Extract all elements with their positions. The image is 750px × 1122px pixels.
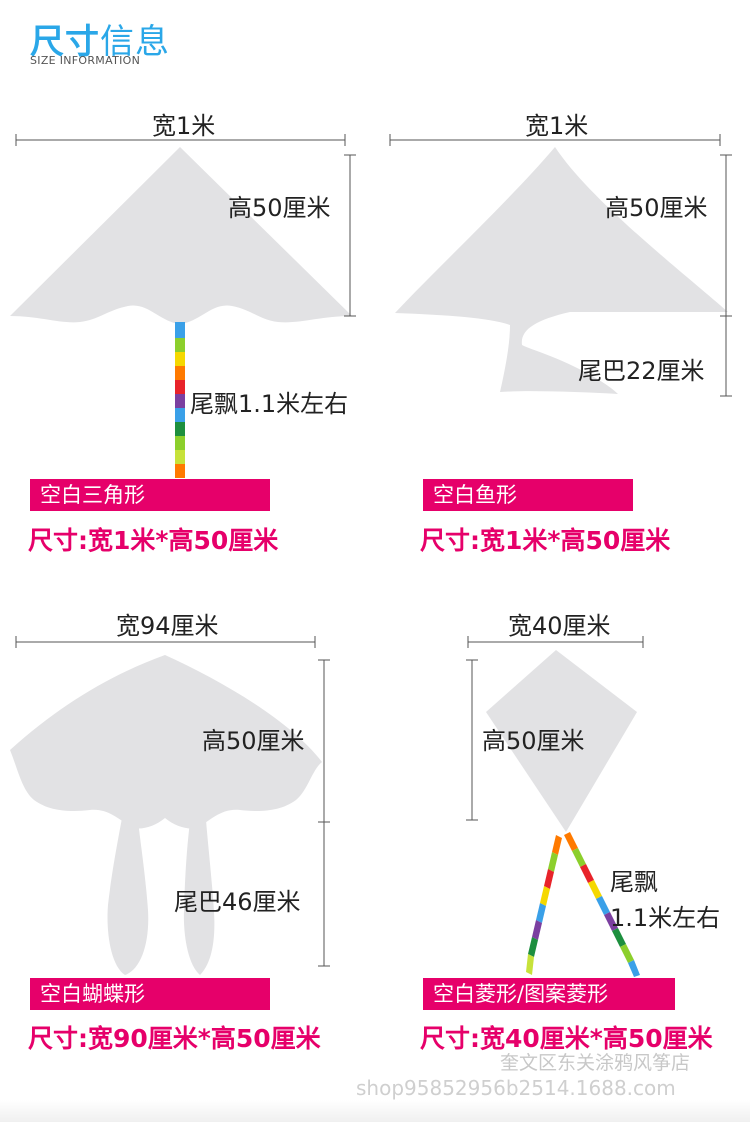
- diamond-name-band: 空白菱形/图案菱形: [423, 978, 675, 1010]
- fish-name-band: 空白鱼形: [423, 479, 633, 511]
- butterfly-spec: 尺寸:宽90厘米*高50厘米: [28, 1024, 321, 1053]
- shop-url-watermark: shop95852956b2514.1688.com: [356, 1076, 676, 1100]
- butterfly-width-label: 宽94厘米: [116, 612, 219, 640]
- fish-kite-body: [395, 147, 728, 394]
- diamond-tail-label-line2: 1.1米左右: [610, 904, 721, 932]
- butterfly-name-band: 空白蝴蝶形: [30, 978, 270, 1010]
- fish-spec: 尺寸:宽1米*高50厘米: [420, 526, 671, 555]
- triangle-spec: 尺寸:宽1米*高50厘米: [28, 526, 279, 555]
- triangle-kite-tail: [175, 322, 185, 478]
- diamond-kite-body: [486, 650, 637, 832]
- fish-tail-label: 尾巴22厘米: [578, 357, 705, 385]
- fish-height-label: 高50厘米: [605, 194, 708, 222]
- diamond-kite-tail-left: [526, 835, 562, 975]
- diamond-tail-label-line1: 尾飘: [610, 868, 658, 896]
- butterfly-kite-tail-left: [107, 818, 149, 975]
- diamond-height-label: 高50厘米: [482, 727, 585, 755]
- triangle-kite: [10, 134, 356, 478]
- butterfly-height-label: 高50厘米: [202, 727, 305, 755]
- diamond-kite-tail-right: [564, 832, 640, 977]
- shop-name-watermark: 奎文区东关涂鸦风筝店: [500, 1052, 691, 1074]
- triangle-name-band: 空白三角形: [30, 479, 270, 511]
- page-title: 尺寸信息: [30, 14, 170, 63]
- diamond-width-label: 宽40厘米: [508, 612, 611, 640]
- butterfly-tail-label: 尾巴46厘米: [174, 888, 301, 916]
- footer-shadow-bar: [0, 1100, 750, 1122]
- triangle-kite-body: [10, 147, 352, 324]
- butterfly-kite: [10, 636, 330, 975]
- fish-width-label: 宽1米: [525, 112, 589, 140]
- page-subtitle: SIZE INFORMATION: [30, 54, 141, 67]
- diamond-spec: 尺寸:宽40厘米*高50厘米: [420, 1024, 713, 1053]
- diamond-kite: [466, 636, 644, 977]
- triangle-width-label: 宽1米: [152, 112, 216, 140]
- butterfly-kite-wing: [10, 655, 322, 829]
- triangle-tail-label: 尾飘1.1米左右: [190, 390, 349, 418]
- butterfly-kite-tail-right: [183, 820, 215, 975]
- page-title-thin: 信息: [100, 22, 170, 62]
- page-title-bold: 尺寸: [30, 22, 100, 62]
- triangle-height-label: 高50厘米: [228, 194, 331, 222]
- fish-kite: [389, 134, 732, 397]
